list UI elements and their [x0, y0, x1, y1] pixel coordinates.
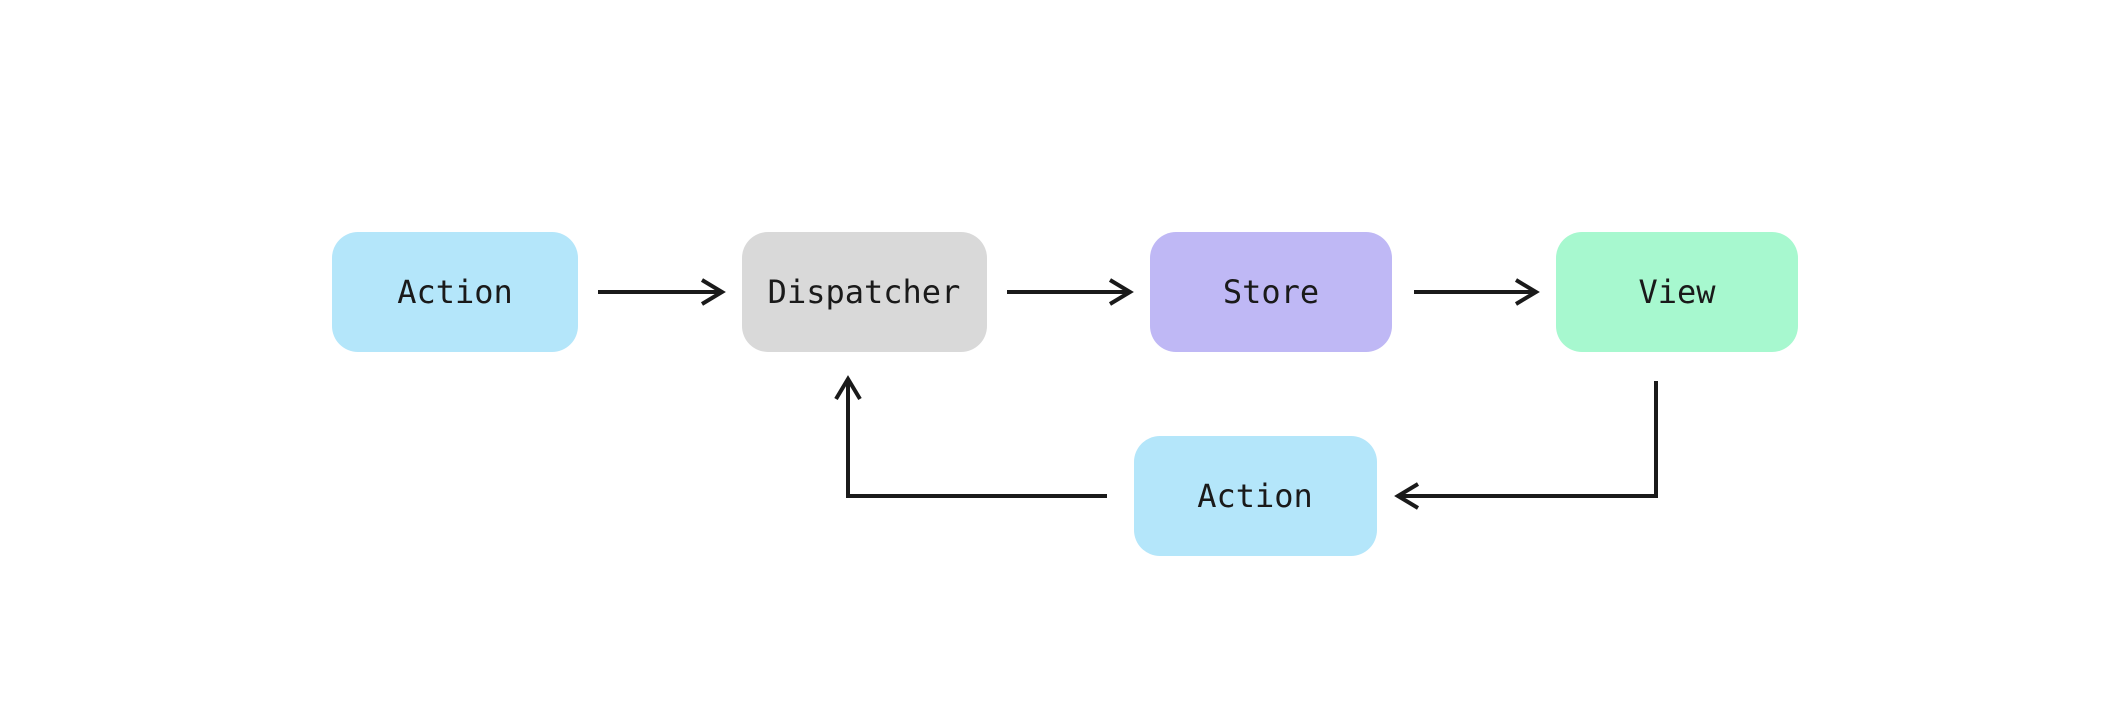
- arrowhead-left-icon: [1394, 482, 1420, 510]
- arrowhead-up-icon: [834, 375, 862, 401]
- node-view-label: View: [1638, 273, 1716, 311]
- node-action-bottom-shape: [1134, 436, 1377, 556]
- edge-dispatcher-to-store: [1007, 278, 1134, 306]
- node-action-top-shape: [332, 232, 578, 352]
- node-store: Store: [1150, 232, 1392, 352]
- node-action-top-label: Action: [397, 273, 513, 311]
- node-store-label: Store: [1223, 273, 1319, 311]
- edge-action-bottom-to-dispatcher-line: [846, 381, 1107, 498]
- arrowhead-right-icon: [1108, 278, 1134, 306]
- node-action-top: Action: [332, 232, 578, 352]
- node-dispatcher: Dispatcher: [742, 232, 987, 352]
- edge-action-top-to-dispatcher: [598, 278, 726, 306]
- arrowhead-right-icon: [1514, 278, 1540, 306]
- edge-view-to-action-bottom-line: [1400, 381, 1658, 498]
- node-dispatcher-label: Dispatcher: [768, 273, 961, 311]
- node-store-shape: [1150, 232, 1392, 352]
- node-action-bottom: Action: [1134, 436, 1377, 556]
- edge-action-bottom-to-dispatcher: [834, 375, 1107, 498]
- arrowhead-right-icon: [700, 278, 726, 306]
- node-dispatcher-shape: [742, 232, 987, 352]
- edge-view-to-action-bottom: [1394, 381, 1658, 510]
- node-view: View: [1556, 232, 1798, 352]
- node-action-bottom-label: Action: [1197, 477, 1313, 515]
- node-view-shape: [1556, 232, 1798, 352]
- edge-store-to-view: [1414, 278, 1540, 306]
